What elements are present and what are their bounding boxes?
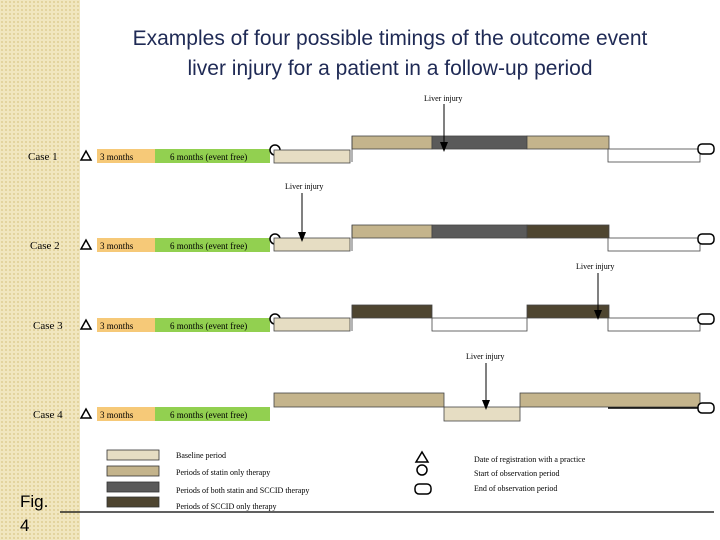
case-3-timeline: Case 3 3 months 6 months (event free) Li… — [33, 262, 715, 332]
title-line-2: liver injury for a patient in a follow-u… — [187, 57, 593, 80]
legend-both-swatch — [106, 481, 160, 493]
legend: Baseline period Periods of statin only t… — [106, 449, 586, 511]
case-2-event-label: Liver injury — [285, 182, 323, 191]
registration-triangle-icon — [79, 407, 93, 419]
statin-only-segment — [351, 135, 433, 150]
figure-label-line-1: Fig. — [20, 492, 49, 511]
legend-baseline-label: Baseline period — [176, 451, 226, 460]
title-line-1: Examples of four possible timings of the… — [132, 27, 648, 50]
arrowhead-icon — [594, 310, 602, 320]
case-4-event-free-label: 6 months (event free) — [170, 410, 247, 420]
case-4-event-label: Liver injury — [466, 352, 504, 361]
legend-end-label: End of observation period — [474, 484, 557, 493]
baseline-3-months-bar — [97, 407, 155, 421]
statin-only-segment — [351, 224, 433, 239]
statin-and-sccid-segment — [431, 224, 528, 239]
baseline-period-segment — [443, 406, 521, 422]
case-2-event-free-label: 6 months (event free) — [170, 241, 247, 251]
sccid-only-segment — [526, 304, 610, 319]
legend-baseline-swatch — [106, 449, 160, 461]
statin-only-segment — [519, 392, 701, 408]
end-observation-rounded-rect-icon — [697, 402, 715, 414]
case-3-event-label: Liver injury — [576, 262, 614, 271]
sccid-only-segment — [351, 304, 433, 319]
statin-only-segment — [526, 135, 610, 150]
event-free-6-months-bar — [155, 238, 270, 252]
case-1-baseline-label: 3 months — [100, 152, 134, 162]
registration-triangle-icon — [79, 149, 93, 161]
baseline-period-segment — [273, 317, 351, 332]
untreated-segment — [607, 148, 701, 163]
statin-only-segment — [273, 392, 445, 408]
case-3-event-free-label: 6 months (event free) — [170, 321, 247, 331]
baseline-3-months-bar — [97, 238, 155, 252]
case-1-event-label: Liver injury — [424, 94, 462, 103]
baseline-period-segment — [273, 149, 351, 164]
case-3-baseline-label: 3 months — [100, 321, 134, 331]
legend-start-label: Start of observation period — [474, 469, 560, 478]
legend-rounded-rect-icon — [414, 483, 432, 495]
figure-label: Fig. 4 — [20, 490, 48, 538]
untreated-segment — [431, 317, 528, 332]
registration-triangle-icon — [79, 318, 93, 330]
legend-statin-swatch — [106, 465, 160, 477]
arrowhead-icon — [298, 232, 306, 242]
legend-circle-icon — [416, 464, 428, 476]
arrowhead-icon — [440, 142, 448, 152]
baseline-3-months-bar — [97, 318, 155, 332]
left-decorative-strip — [0, 0, 80, 540]
end-observation-rounded-rect-icon — [697, 143, 715, 155]
untreated-segment — [607, 237, 701, 252]
baseline-period-segment — [273, 237, 351, 252]
sccid-only-segment — [526, 224, 610, 239]
baseline-3-months-bar — [97, 149, 155, 163]
event-free-6-months-bar — [155, 149, 270, 163]
legend-sccid-swatch — [106, 496, 160, 508]
case-2-baseline-label: 3 months — [100, 241, 134, 251]
legend-statin-label: Periods of statin only therapy — [176, 468, 270, 477]
case-4-timeline: Case 4 3 months 6 months (event free) Li… — [33, 352, 715, 422]
legend-both-label: Periods of both statin and SCCID therapy — [176, 486, 309, 495]
legend-sccid-label: Periods of SCCID only therapy — [176, 502, 276, 511]
event-free-6-months-bar — [155, 318, 270, 332]
end-observation-rounded-rect-icon — [697, 233, 715, 245]
arrowhead-icon — [482, 400, 490, 410]
case-1-timeline: Case 1 3 months 6 months (event free) Li… — [28, 94, 715, 164]
registration-triangle-icon — [79, 238, 93, 250]
case-1-event-free-label: 6 months (event free) — [170, 152, 247, 162]
figure-label-line-2: 4 — [20, 516, 30, 535]
case-2-label: Case 2 — [30, 240, 60, 252]
legend-triangle-icon — [414, 450, 430, 463]
untreated-segment — [607, 317, 701, 332]
case-1-label: Case 1 — [28, 151, 58, 163]
case-4-label: Case 4 — [33, 409, 63, 421]
case-3-label: Case 3 — [33, 320, 63, 332]
page-title: Examples of four possible timings of the… — [60, 24, 720, 84]
event-free-6-months-bar — [155, 407, 270, 421]
legend-registration-label: Date of registration with a practice — [474, 455, 586, 464]
case-2-timeline: Case 2 3 months 6 months (event free) Li… — [30, 182, 715, 252]
end-observation-rounded-rect-icon — [697, 313, 715, 325]
case-4-baseline-label: 3 months — [100, 410, 134, 420]
